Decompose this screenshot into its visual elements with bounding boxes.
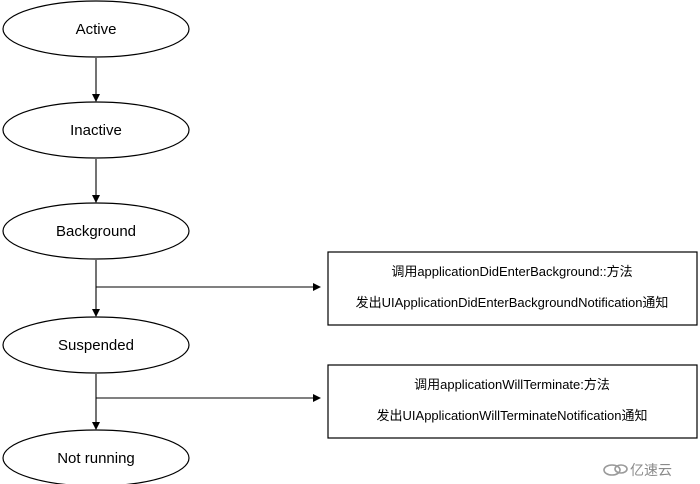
state-active-ellipse: [2, 0, 190, 58]
state-background: Background: [2, 202, 190, 260]
note-enter-background-line2: 发出UIApplicationDidEnterBackgroundNotific…: [356, 295, 669, 310]
watermark: 亿速云: [603, 463, 672, 479]
note-will-terminate-box: [327, 364, 698, 439]
state-suspended-label: Suspended: [58, 337, 134, 354]
cloud-logo-icon: [603, 464, 628, 476]
note-will-terminate: 调用applicationWillTerminate:方法 发出UIApplic…: [327, 364, 698, 439]
watermark-text: 亿速云: [630, 463, 672, 479]
state-active: Active: [2, 0, 190, 58]
state-background-label: Background: [56, 223, 136, 240]
state-inactive-label: Inactive: [70, 122, 122, 139]
note-will-terminate-line2: 发出UIApplicationWillTerminateNotification…: [377, 408, 648, 423]
state-suspended-ellipse: [2, 316, 190, 374]
note-will-terminate-line1: 调用applicationWillTerminate:方法: [414, 377, 610, 392]
state-background-ellipse: [2, 202, 190, 260]
state-not-running-label: Not running: [57, 450, 135, 467]
note-enter-background-box: [327, 251, 698, 326]
state-not-running: Not running: [2, 429, 190, 484]
state-inactive: Inactive: [2, 101, 190, 159]
state-not-running-ellipse: [2, 429, 190, 484]
state-inactive-ellipse: [2, 101, 190, 159]
note-enter-background-line1: 调用applicationDidEnterBackground::方法: [391, 264, 632, 279]
state-suspended: Suspended: [2, 316, 190, 374]
state-active-label: Active: [76, 21, 117, 38]
note-enter-background: 调用applicationDidEnterBackground::方法 发出UI…: [327, 251, 698, 326]
